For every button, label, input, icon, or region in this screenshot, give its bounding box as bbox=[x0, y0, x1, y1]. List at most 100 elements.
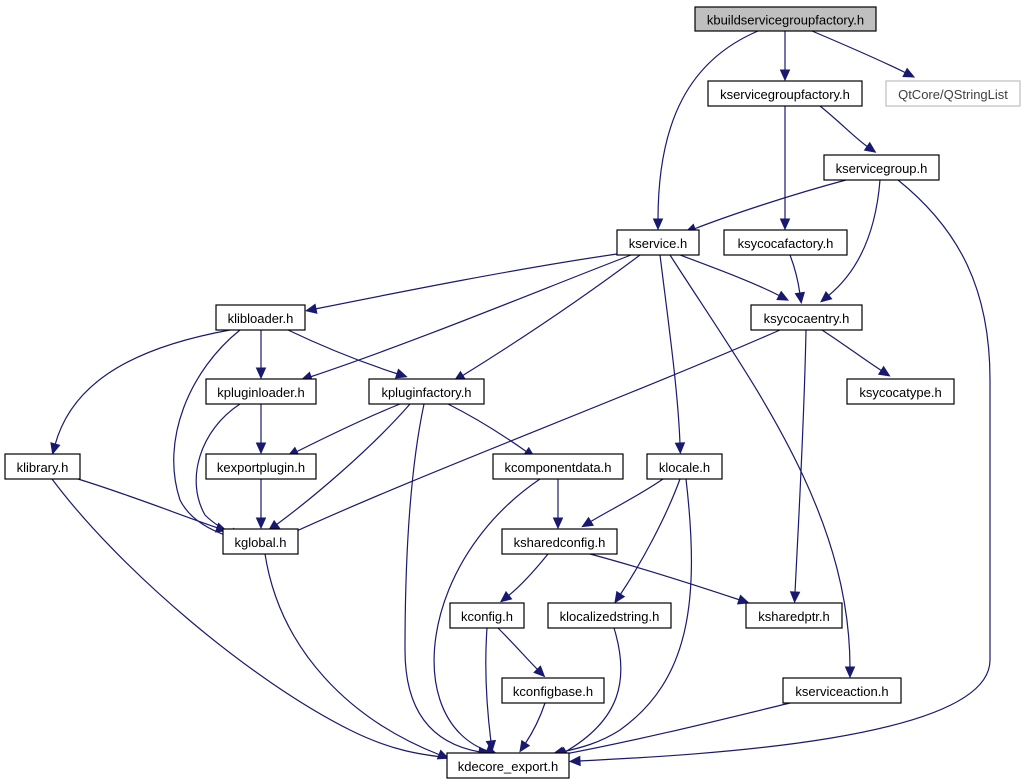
node-kconfigbase[interactable]: kconfigbase.h bbox=[501, 677, 605, 704]
nodes-layer: kbuildservicegroupfactory.h kservicegroup… bbox=[4, 6, 1021, 779]
arrowhead-icon bbox=[50, 442, 61, 455]
node-box bbox=[846, 378, 955, 405]
edge-line bbox=[559, 702, 791, 756]
edge-line bbox=[524, 702, 546, 745]
node-label: kglobal.h bbox=[234, 535, 286, 550]
edge-kpluginfactory-to-kdecore_export bbox=[404, 403, 491, 757]
edge-kservice-to-kpluginloader bbox=[300, 254, 632, 382]
node-box bbox=[547, 602, 672, 629]
node-label: kservicegroupfactory.h bbox=[720, 87, 850, 102]
edge-kglobal-to-kdecore_export bbox=[264, 553, 450, 760]
edge-klibrary-to-kglobal bbox=[77, 478, 228, 533]
arrowhead-icon bbox=[255, 517, 267, 530]
node-box bbox=[449, 602, 525, 629]
node-kexportplugin[interactable]: kexportplugin.h bbox=[205, 453, 317, 480]
node-kservicegroupfactory[interactable]: kservicegroupfactory.h bbox=[707, 80, 863, 107]
edge-kservice-to-ksycocaentry bbox=[679, 254, 790, 301]
node-kpluginfactory[interactable]: kpluginfactory.h bbox=[368, 378, 485, 405]
node-label: ksycocafactory.h bbox=[738, 236, 834, 251]
node-ksharedptr[interactable]: ksharedptr.h bbox=[745, 602, 843, 629]
arrowhead-icon bbox=[568, 755, 581, 767]
node-label: kserviceaction.h bbox=[795, 684, 888, 699]
node-klibloader[interactable]: klibloader.h bbox=[215, 304, 306, 331]
arrowhead-icon bbox=[789, 591, 801, 604]
node-klibrary[interactable]: klibrary.h bbox=[4, 453, 81, 480]
node-label: kexportplugin.h bbox=[217, 460, 305, 475]
node-kcomponentdata[interactable]: kcomponentdata.h bbox=[492, 453, 624, 480]
arrowhead-icon bbox=[776, 290, 790, 301]
node-kservicegroup[interactable]: kservicegroup.h bbox=[823, 154, 940, 181]
node-box bbox=[205, 453, 317, 480]
node-box bbox=[446, 752, 570, 779]
edge-line bbox=[589, 553, 741, 601]
edge-kservice-to-kserviceaction bbox=[669, 254, 856, 679]
node-label: klibloader.h bbox=[228, 311, 294, 326]
edge-line bbox=[433, 478, 541, 752]
node-label: ksharedptr.h bbox=[758, 609, 830, 624]
node-kdecore-export[interactable]: kdecore_export.h bbox=[446, 752, 570, 779]
edge-kserviceaction-to-kdecore_export bbox=[549, 702, 791, 760]
edge-ksharedconfig-to-kconfig bbox=[499, 553, 549, 603]
node-ksycocafactory[interactable]: ksycocafactory.h bbox=[723, 229, 848, 256]
arrowhead-icon bbox=[779, 218, 791, 231]
node-kserviceaction[interactable]: kserviceaction.h bbox=[782, 677, 902, 704]
node-klocale[interactable]: klocale.h bbox=[646, 453, 723, 480]
node-ksycocatype[interactable]: ksycocatype.h bbox=[846, 378, 955, 405]
edge-line bbox=[289, 329, 781, 535]
edge-kbuildservicegroupfactory-to-qstringlist bbox=[811, 30, 916, 78]
edge-klibloader-to-kglobal bbox=[173, 329, 241, 541]
edge-line bbox=[679, 254, 781, 297]
arrowhead-icon bbox=[304, 303, 318, 314]
node-ksycocaentry[interactable]: ksycocaentry.h bbox=[750, 304, 863, 331]
node-box bbox=[885, 80, 1021, 107]
node-box bbox=[205, 378, 317, 405]
edge-kservicegroupfactory-to-ksycocafactory bbox=[779, 105, 791, 231]
edge-line bbox=[287, 329, 399, 375]
edge-line bbox=[295, 403, 401, 453]
node-box bbox=[707, 80, 863, 107]
node-kservice[interactable]: kservice.h bbox=[616, 229, 700, 256]
node-label: ksharedconfig.h bbox=[514, 535, 606, 550]
node-box bbox=[215, 304, 306, 331]
edge-line bbox=[507, 553, 549, 597]
node-box bbox=[222, 528, 299, 555]
edge-kbuildservicegroupfactory-to-kservicegroupfactory bbox=[779, 30, 791, 82]
node-box bbox=[492, 453, 624, 480]
node-label: kbuildservicegroupfactory.h bbox=[707, 13, 864, 28]
node-label: kcomponentdata.h bbox=[505, 460, 612, 475]
node-label: klibrary.h bbox=[17, 460, 69, 475]
edge-line bbox=[561, 478, 693, 753]
edge-kconfig-to-kconfigbase bbox=[497, 627, 546, 678]
edge-line bbox=[485, 627, 492, 743]
arrowhead-icon bbox=[863, 141, 877, 153]
node-kpluginloader[interactable]: kpluginloader.h bbox=[205, 378, 317, 405]
edge-kexportplugin-to-kglobal bbox=[255, 479, 267, 530]
edge-line bbox=[54, 329, 231, 446]
edge-klocale-to-klocalizedstring bbox=[614, 478, 681, 604]
node-klocalizedstring[interactable]: klocalizedstring.h bbox=[547, 602, 672, 629]
edge-line bbox=[819, 105, 869, 148]
edge-line bbox=[564, 627, 622, 753]
edge-line bbox=[811, 30, 907, 74]
arrowhead-icon bbox=[581, 516, 594, 528]
edge-line bbox=[659, 254, 681, 445]
edge-line bbox=[275, 403, 411, 526]
arrowhead-icon bbox=[255, 442, 267, 455]
edge-kservice-to-kpluginfactory bbox=[453, 254, 641, 382]
edge-line bbox=[693, 179, 847, 230]
edge-kcomponentdata-to-ksharedconfig bbox=[552, 479, 564, 530]
node-qstringlist[interactable]: QtCore/QStringList bbox=[885, 80, 1021, 107]
node-kglobal[interactable]: kglobal.h bbox=[222, 528, 299, 555]
edge-line bbox=[461, 254, 641, 377]
edge-line bbox=[309, 254, 632, 378]
edge-line bbox=[821, 329, 883, 372]
arrowhead-icon bbox=[794, 291, 806, 305]
edge-kservice-to-klibloader bbox=[304, 253, 618, 314]
arrowhead-icon bbox=[436, 749, 450, 760]
edge-klocale-to-ksharedconfig bbox=[581, 478, 664, 528]
edge-line bbox=[619, 478, 681, 596]
node-kconfig[interactable]: kconfig.h bbox=[449, 602, 525, 629]
node-ksharedconfig[interactable]: ksharedconfig.h bbox=[501, 528, 618, 555]
edge-line bbox=[447, 403, 528, 453]
node-label: klocale.h bbox=[659, 460, 710, 475]
